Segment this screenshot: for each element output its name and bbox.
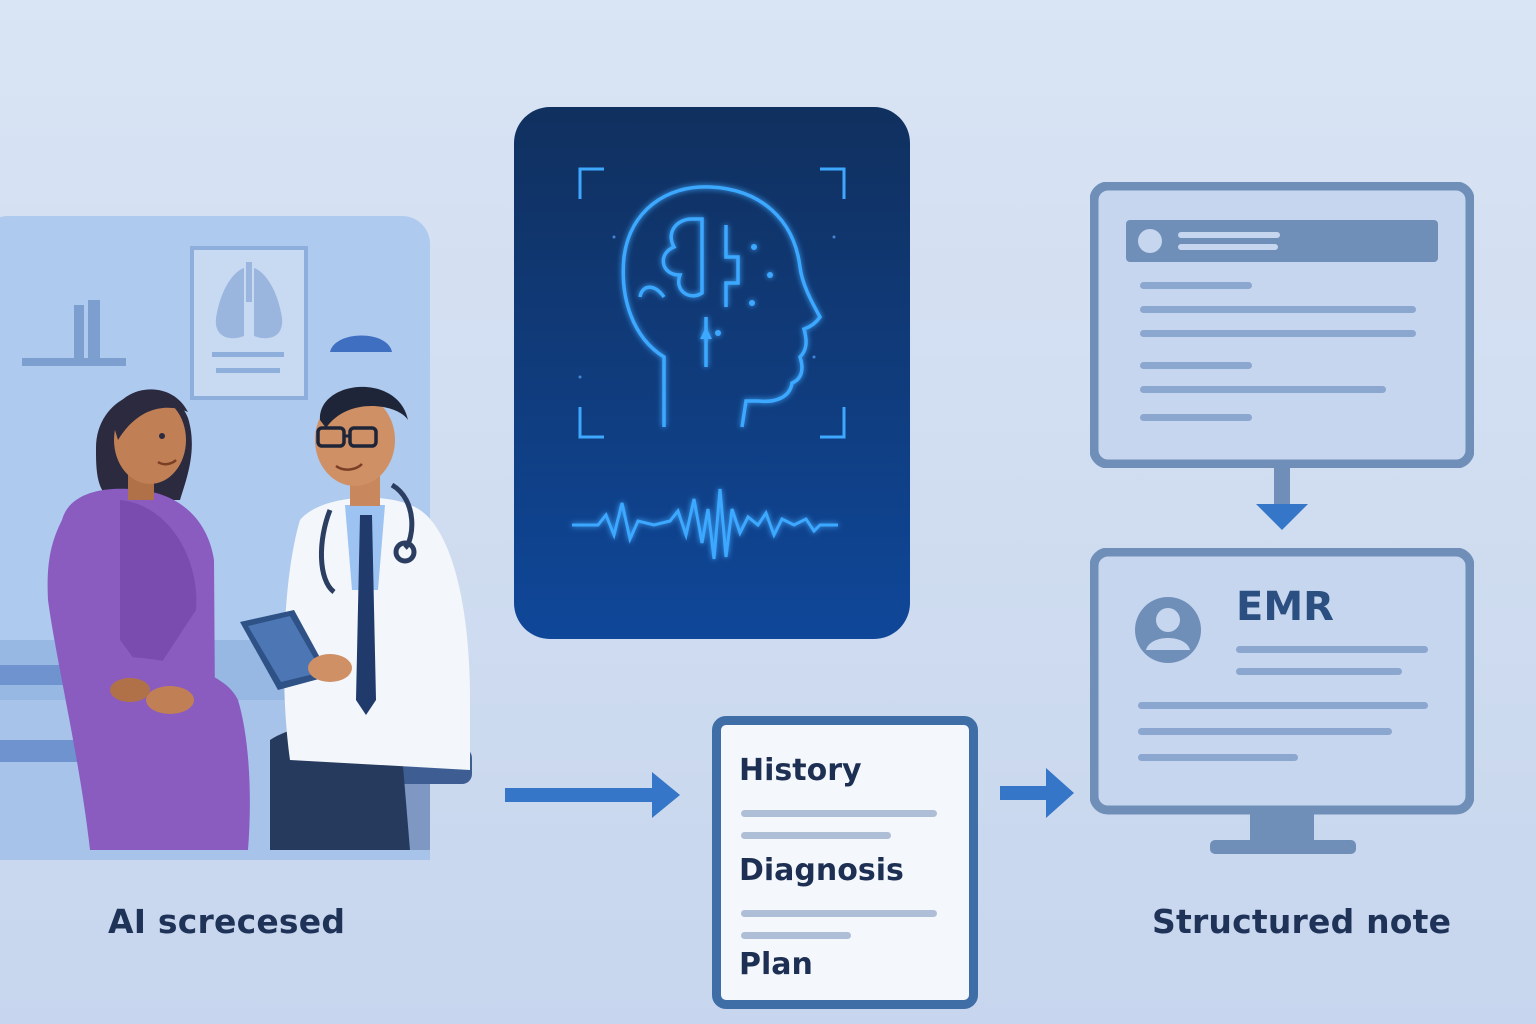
clinic-scene: [0, 0, 480, 860]
arrow-right-icon: [1000, 768, 1074, 818]
note-section-history: History: [739, 753, 862, 788]
caption-ai-scene: AI screcesed: [108, 902, 346, 941]
note-section-plan: Plan: [739, 947, 813, 982]
ai-head-icon: [621, 185, 823, 428]
doctor-figure: [240, 386, 472, 850]
arrow-down-icon: [1256, 466, 1308, 530]
user-avatar-icon: [1135, 597, 1201, 663]
emr-monitor: EMR: [1089, 547, 1475, 858]
ai-processing-panel: [514, 107, 910, 639]
scan-frame-icon: [578, 167, 846, 439]
caption-structured-note: Structured note: [1152, 902, 1452, 941]
arrow-right-icon: [505, 772, 680, 818]
source-record-window: [1089, 181, 1475, 469]
xray-poster-icon: [190, 246, 308, 400]
shelf-icon: [22, 300, 126, 366]
emr-title: EMR: [1236, 584, 1334, 630]
note-section-diagnosis: Diagnosis: [739, 853, 904, 888]
audio-waveform-icon: [572, 488, 838, 560]
patient-figure: [47, 389, 250, 850]
clinical-note-card: History Diagnosis Plan: [712, 716, 978, 1009]
lamp-icon: [330, 335, 392, 352]
